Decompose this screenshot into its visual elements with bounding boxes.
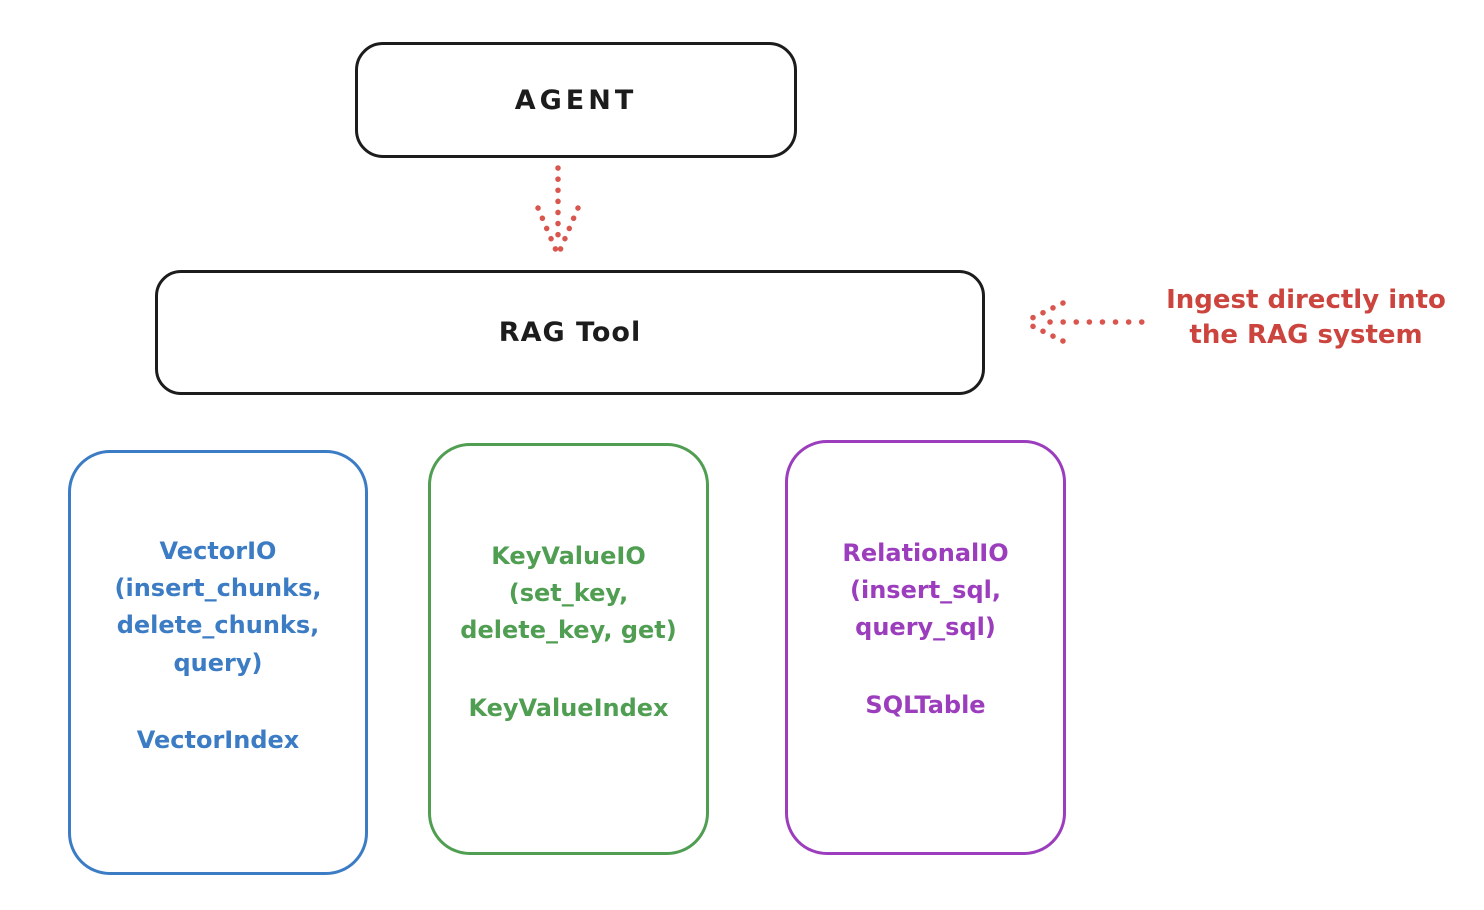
ingest-annotation-line2: the RAG system (1189, 320, 1423, 351)
keyvalue-io-title: KeyValueIO (491, 542, 646, 570)
relational-io-params-line2: query_sql) (855, 613, 996, 642)
keyvalue-index-label: KeyValueIndex (468, 693, 669, 722)
vector-io-params-line1: (insert_chunks, (114, 574, 322, 603)
ingest-annotation: Ingest directly into the RAG system (1138, 283, 1474, 353)
vector-io-params-line2: delete_chunks, (116, 611, 320, 640)
sql-table-label: SQLTable (865, 690, 986, 719)
rag-tool-label: RAG Tool (498, 317, 642, 348)
vector-index-label: VectorIndex (136, 725, 300, 754)
keyvalue-io-params-line2: delete_key, get) (460, 616, 677, 645)
ingest-annotation-line1: Ingest directly into (1166, 285, 1446, 315)
agent-label: AGENT (514, 84, 638, 116)
annotation-to-rag-arrow (1021, 300, 1146, 344)
vector-io-text: VectorIO (insert_chunks, delete_chunks, … (71, 453, 365, 759)
keyvalue-io-node: KeyValueIO (set_key, delete_key, get) Ke… (428, 443, 709, 855)
vector-io-params-line3: query) (173, 648, 263, 677)
relational-io-text: RelationalIO (insert_sql, query_sql) SQL… (788, 443, 1063, 724)
relational-io-params-line1: (insert_sql, (850, 576, 1001, 605)
relational-io-node: RelationalIO (insert_sql, query_sql) SQL… (785, 440, 1066, 855)
agent-node: AGENT (355, 42, 797, 158)
keyvalue-io-params-line1: (set_key, (508, 579, 629, 608)
relational-io-title: RelationalIO (842, 539, 1009, 567)
vector-io-title: VectorIO (159, 537, 277, 565)
vector-io-node: VectorIO (insert_chunks, delete_chunks, … (68, 450, 368, 875)
keyvalue-io-text: KeyValueIO (set_key, delete_key, get) Ke… (431, 446, 706, 727)
agent-to-rag-arrow (535, 165, 581, 258)
rag-tool-node: RAG Tool (155, 270, 985, 395)
